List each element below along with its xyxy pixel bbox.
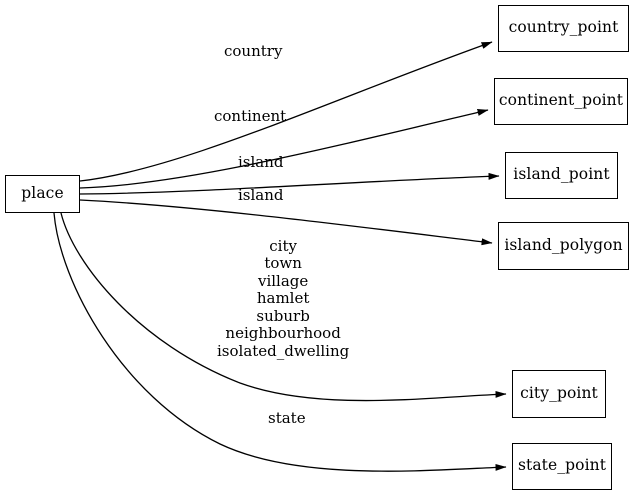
edge-label-island-polygon: island — [238, 186, 284, 204]
node-island-polygon[interactable]: island_polygon — [498, 222, 629, 270]
node-island-point[interactable]: island_point — [505, 152, 618, 199]
edge-country — [79, 41, 493, 182]
node-label: island_polygon — [504, 235, 623, 254]
node-label: place — [21, 183, 64, 202]
edge-island-polygon — [79, 199, 493, 246]
node-label: city_point — [520, 383, 598, 402]
edge-continent — [79, 109, 489, 189]
node-country-point[interactable]: country_point — [498, 5, 629, 52]
node-label: country_point — [508, 18, 619, 37]
node-state-point[interactable]: state_point — [512, 443, 612, 490]
node-city-point[interactable]: city_point — [512, 370, 606, 418]
node-label: island_point — [513, 165, 610, 184]
edge-label-island-point: island — [238, 153, 284, 171]
node-continent-point[interactable]: continent_point — [494, 78, 628, 125]
node-label: state_point — [517, 456, 607, 475]
node-label: continent_point — [498, 91, 624, 110]
edge-label-state: state — [268, 409, 306, 427]
edge-label-country: country — [224, 42, 283, 60]
edge-paths — [53, 41, 507, 472]
node-place[interactable]: place — [5, 175, 80, 213]
edge-label-city: city town village hamlet suburb neighbou… — [217, 236, 350, 361]
edge-state — [53, 212, 507, 472]
edge-city — [60, 212, 507, 402]
edge-label-continent: continent — [214, 107, 287, 125]
edge-island-point — [79, 172, 500, 195]
